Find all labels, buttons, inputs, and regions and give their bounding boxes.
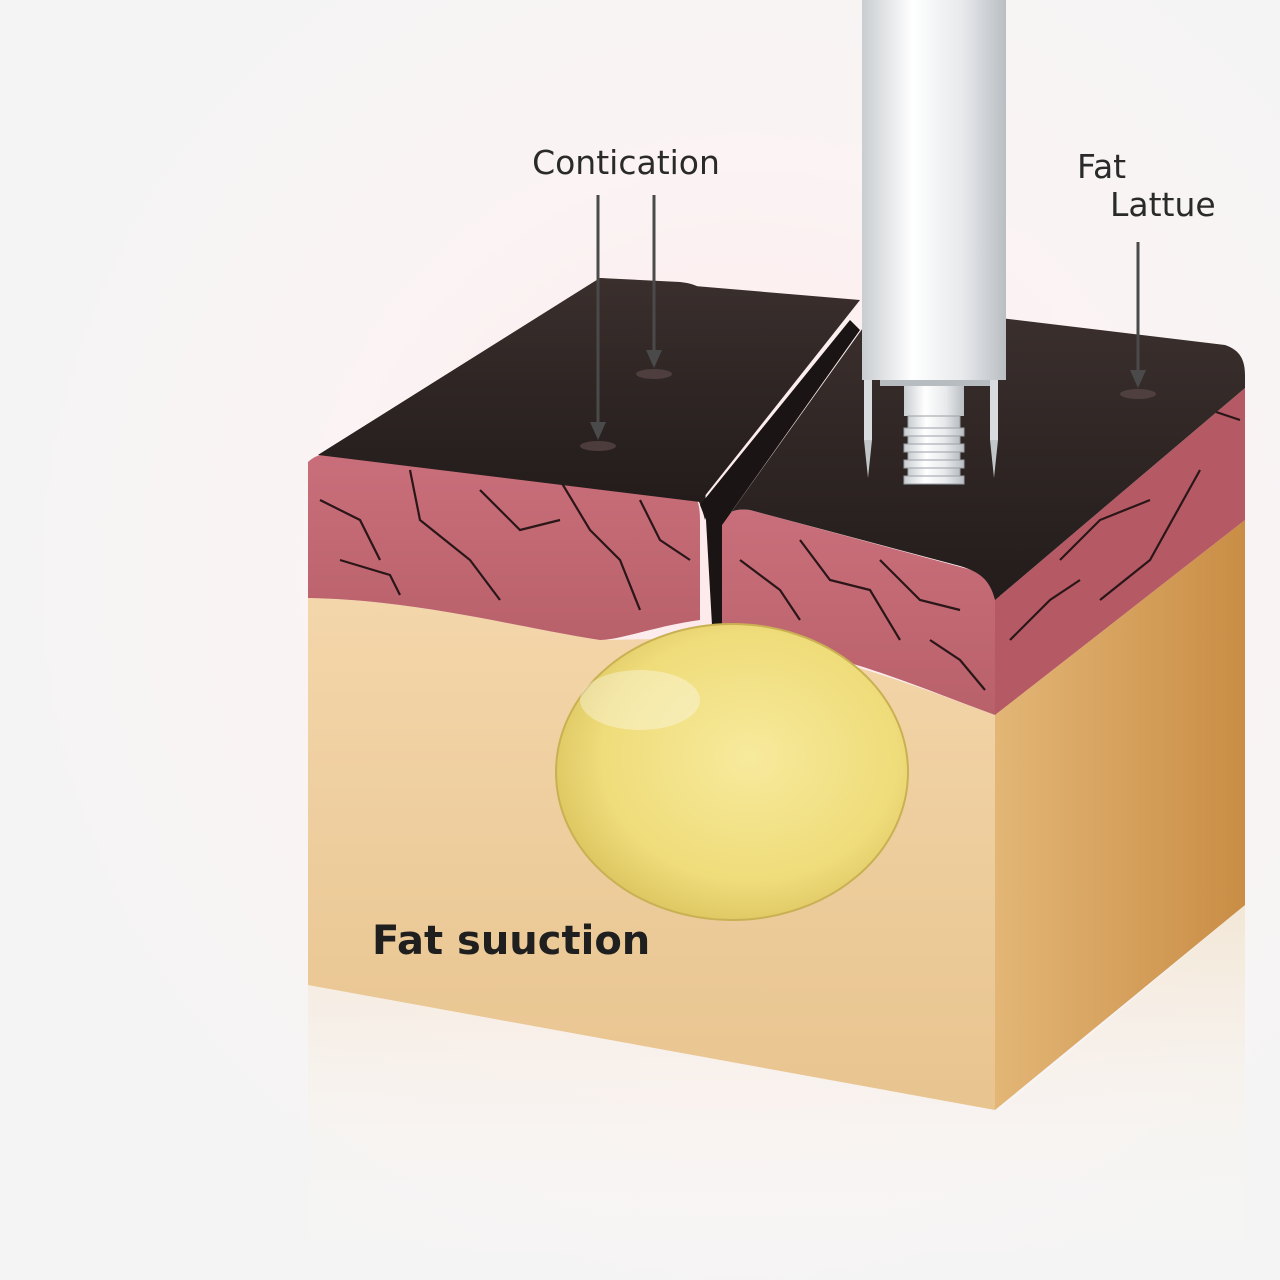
label-lattue: Lattue — [1110, 185, 1216, 224]
label-fat: Fat — [1077, 147, 1126, 186]
fat-globule — [556, 624, 908, 920]
label-fat-suuction: Fat suuction — [372, 918, 650, 964]
label-contication: Contication — [532, 143, 720, 182]
globule-highlight — [580, 670, 700, 730]
